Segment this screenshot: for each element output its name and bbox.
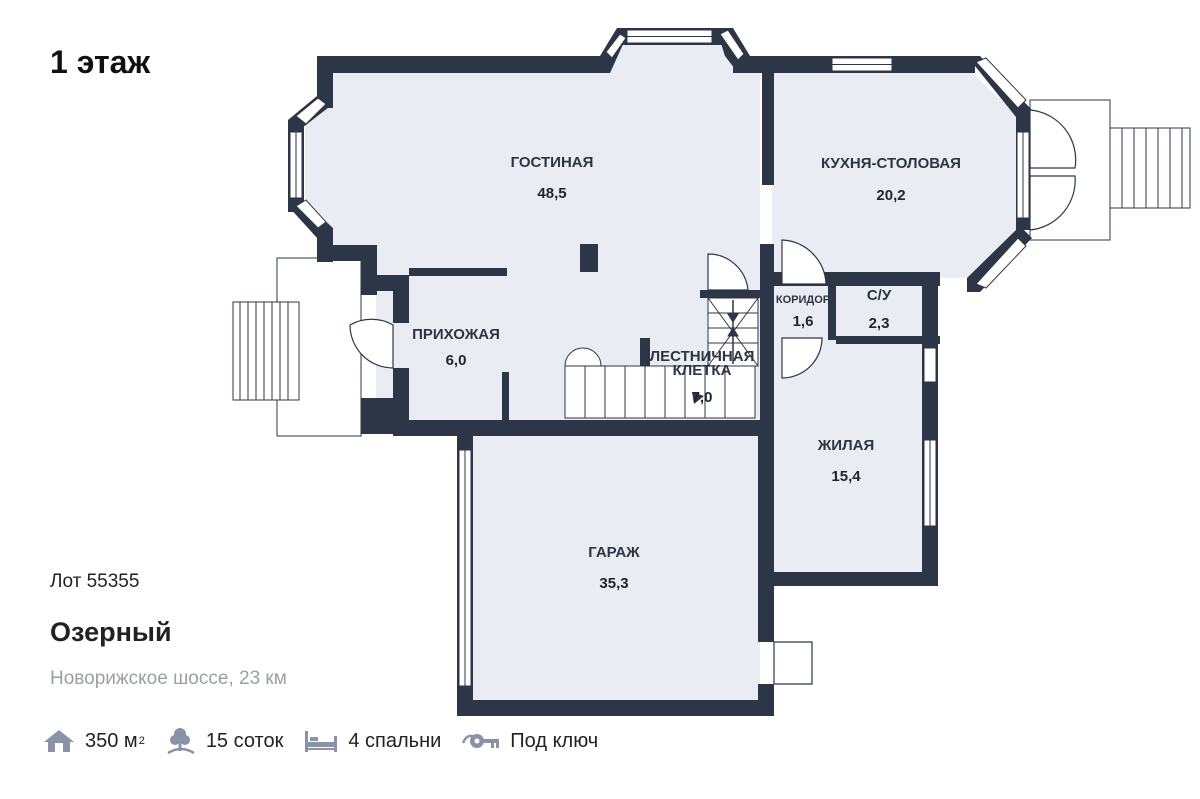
doors [349,109,1077,685]
stat-plot: 15 соток [165,727,284,755]
door-garage [773,641,813,685]
stat-bedrooms-value: 4 спальни [348,729,442,752]
room-bedroom-area: 15,4 [831,468,861,485]
right-porch-stairs [1109,127,1191,209]
windows [289,29,1030,687]
stat-area-value: 350 м [85,729,138,752]
stat-plot-value: 15 соток [205,729,284,752]
room-stairs-name-2: КЛЕТКА [673,362,732,379]
room-stairs-name-1: ЛЕСТНИЧНАЯ [650,348,755,365]
wc-floor [834,286,922,340]
stat-bedrooms: 4 спальни [303,728,441,754]
stairs [564,297,759,419]
kitchen-floor [772,73,1020,278]
corridor-floor [772,278,834,340]
door-corridor-2 [781,337,823,379]
room-wc-area: 2,3 [869,315,890,332]
room-bedroom-name: ЖИЛАЯ [817,437,874,454]
room-kitchen-area: 20,2 [876,187,905,204]
room-stairs-area: 7,0 [692,389,713,406]
room-corridor-name: КОРИДОР [776,294,830,306]
living-room-floor [305,45,760,420]
room-hall-area: 6,0 [446,352,467,369]
stat-finish: Под ключ [461,729,598,753]
floor-title: 1 этаж [50,44,151,80]
room-kitchen-name: КУХНЯ-СТОЛОВАЯ [821,155,961,172]
room-garage-area: 35,3 [599,575,628,592]
door-stairs [707,253,749,291]
room-wc-name: С/У [867,287,892,304]
key-icon [462,734,500,748]
left-porch-stairs [232,301,300,401]
window-bedroom-1 [923,347,937,383]
door-hall [349,318,394,369]
room-labels: ГОСТИНАЯ 48,5 КУХНЯ-СТОЛОВАЯ 20,2 ПРИХОЖ… [412,154,961,592]
tree-icon [167,728,195,755]
place-name: Озерный [50,617,172,647]
stair-arrow [692,392,704,404]
room-hall-name: ПРИХОЖАЯ [412,326,500,343]
floor-fills [276,45,1111,700]
room-garage-name: ГАРАЖ [588,544,640,561]
room-corridor-area: 1,6 [793,313,814,330]
stat-finish-value: Под ключ [510,729,599,752]
room-living-name: ГОСТИНАЯ [511,154,594,171]
door-kitchen [1029,109,1077,231]
house-icon [44,730,74,752]
room-living-area: 48,5 [537,185,566,202]
stat-area-sup: 2 [138,735,145,747]
bedroom-floor [772,340,922,572]
garage-floor [470,434,760,700]
lot-number: Лот 55355 [50,571,140,592]
bed-icon [305,731,338,752]
road-location: Новорижское шоссе, 23 км [50,668,287,689]
door-corridor [781,239,827,285]
